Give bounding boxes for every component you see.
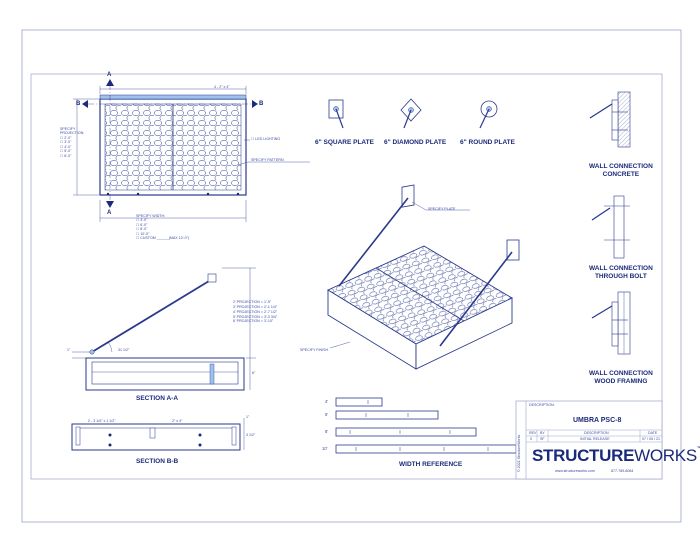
date-value: 07 / 05 / 21 [642,437,660,441]
projection-list: 2' PROJECTION = 1'-5" 3' PROJECTION = 2'… [233,300,277,324]
wall-wood-line: WOOD FRAMING [594,378,648,386]
projection-option[interactable]: ☐ 2'-0" [60,135,72,140]
wall-concrete-line: CONCRETE [602,171,640,179]
section-b-right-dim: 2" x 4" [172,419,183,423]
width-spec-title: SPECIFY WIDTH: [136,214,166,218]
description-heading: DESCRIPTION: [529,403,555,407]
wall-connection-concrete-detail [589,91,631,148]
logo-bold: STRUCTURE [532,446,635,465]
width-size-6: 6' [325,412,329,417]
inner-border [30,73,663,480]
by-heading: BY [540,431,545,435]
wall-concrete-line: WALL CONNECTION [589,163,653,170]
wall-bolt-line: THROUGH BOLT [594,273,647,281]
section-a-label: SECTION A-A [136,395,179,402]
projection-option[interactable]: ☐ 4'-0" [60,144,72,149]
logo-light: WORKS [634,446,697,465]
wall-connection-wood-detail [591,291,631,355]
projection-list-item: 2' PROJECTION = 1'-5" [233,300,272,304]
wall-wood-line: WALL CONNECTION [589,370,653,377]
plan-width-dim: 4 - 2" x 4" [214,85,230,89]
projection-option[interactable]: ☐ 6'-0" [60,153,72,158]
width-option[interactable]: ☐ CUSTOM ______(MAX 10'-0") [136,236,190,241]
section-height-dim: 6" [252,371,256,375]
website[interactable]: www.structureworks.com [555,469,595,473]
projection-spec: SPECIFY PROJECTION: ☐ 2'-0" ☐ 3'-0" ☐ 4'… [60,127,84,158]
projection-spec-line: PROJECTION: [60,131,85,136]
projection-list-item: 4' PROJECTION = 2'-7 1/2" [233,309,278,314]
cut-b-right: B [259,101,264,107]
cut-b-left: B [76,101,81,107]
section-b-b [71,418,245,451]
round-plate-label: 6" ROUND PLATE [460,139,515,146]
section-b-top-dim: 1" [246,415,250,419]
specify-plate-label: SPECIFY PLATE [428,207,456,211]
cut-a-top: A [107,72,112,78]
section-rise-dim: 1" [67,348,71,352]
width-size-8: 8' [325,429,329,434]
rev-heading: REV [529,431,537,435]
width-size-4: 4' [325,399,329,404]
projection-list-item: 5' PROJECTION = 3'-3 3/4" [233,314,278,319]
square-plate-label: 6" SQUARE PLATE [315,139,374,146]
projection-list-item: 6' PROJECTION = 3'-10" [233,319,274,324]
plan-view [73,79,310,222]
isometric-view [327,184,520,370]
wall-bolt-label: WALL CONNECTION THROUGH BOLT [589,265,653,281]
wall-wood-label: WALL CONNECTION WOOD FRAMING [589,370,653,386]
square-plate-detail [328,99,344,129]
section-b-left-dim: 2 - 3 1/4" x 1 1/2" [88,419,116,423]
cut-a-bottom: A [107,210,112,216]
projection-option[interactable]: ☐ 5'-0" [60,149,72,154]
structureworks-logo: STRUCTUREWORKS™ [532,446,700,465]
width-option[interactable]: ☐ 4'-0" [136,218,148,223]
phone: 877-789-8084 [611,469,634,473]
width-option[interactable]: ☐ 6'-0" [136,222,148,227]
width-option[interactable]: ☐ 8'-0" [136,227,148,232]
date-heading: DATE [648,431,658,435]
specify-finish-label: SPECIFY FINISH [300,348,329,352]
wall-concrete-label: WALL CONNECTION CONCRETE [589,163,653,179]
diamond-plate-detail [400,98,422,129]
wall-bolt-line: WALL CONNECTION [589,265,653,272]
section-b-label: SECTION B-B [136,458,179,465]
product-name: UMBRA PSC-8 [573,417,622,424]
wall-connection-through-bolt-detail [591,195,630,259]
outer-border [21,29,682,523]
title-block [515,400,663,480]
projection-option[interactable]: ☐ 3'-0" [60,140,72,145]
projection-list-item: 3' PROJECTION = 2'-1 1/4" [233,304,278,309]
section-angle-dim: 31 1/2° [118,348,130,352]
width-spec: SPECIFY WIDTH: ☐ 4'-0" ☐ 6'-0" ☐ 8'-0" ☐… [136,214,189,241]
width-reference-label: WIDTH REFERENCE [399,461,463,468]
specify-pattern-label: SPECIFY PATTERN [251,158,284,162]
round-plate-detail [479,100,498,129]
by-value: SF [540,437,545,441]
section-b-height-dim: 3 1/2" [246,433,256,437]
width-reference [335,397,517,454]
desc-value: INITIAL RELEASE [580,437,610,441]
led-lighting-option[interactable]: ☐ LED LIGHTING [251,137,281,141]
desc-heading: DESCRIPTION [584,431,609,435]
width-size-10: 10' [322,446,328,451]
rev-value: 0 [530,437,532,441]
width-option[interactable]: ☐ 10'-0" [136,231,150,236]
section-a-a [72,267,256,391]
diamond-plate-label: 6" DIAMOND PLATE [384,139,447,146]
copyright: © 2021 StructureWorks [517,434,521,472]
projection-spec-line: SPECIFY [60,127,76,131]
logo-tm: ™ [696,446,700,452]
